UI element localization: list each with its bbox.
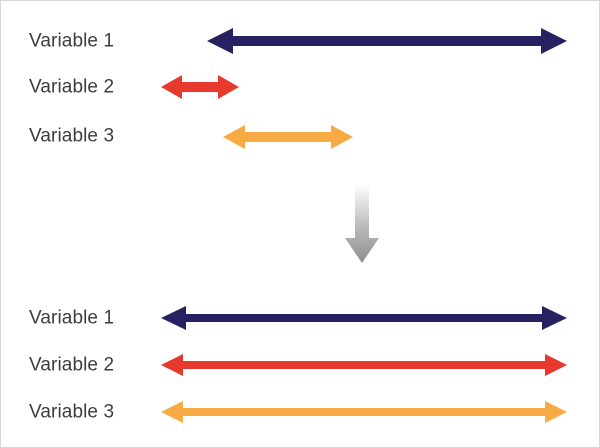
bottom-row-2-label: Variable 2	[29, 354, 115, 376]
bottom-row-1-label: Variable 1	[29, 307, 115, 329]
bottom-row-3-arrow-orange	[161, 401, 567, 423]
top-row-1-label: Variable 1	[29, 30, 115, 52]
top-row-2-label: Variable 2	[29, 76, 115, 98]
bottom-row-2-arrow-red	[161, 354, 567, 376]
top-row-2-arrow-red	[161, 75, 239, 99]
bottom-row-1-arrow-navy	[161, 306, 567, 330]
bottom-row-3-label: Variable 3	[29, 401, 115, 423]
downward-transform-arrow	[345, 184, 379, 263]
top-row-3-arrow-orange	[223, 125, 353, 149]
top-row-1-arrow-navy	[207, 28, 567, 54]
top-row-3-label: Variable 3	[29, 125, 115, 147]
